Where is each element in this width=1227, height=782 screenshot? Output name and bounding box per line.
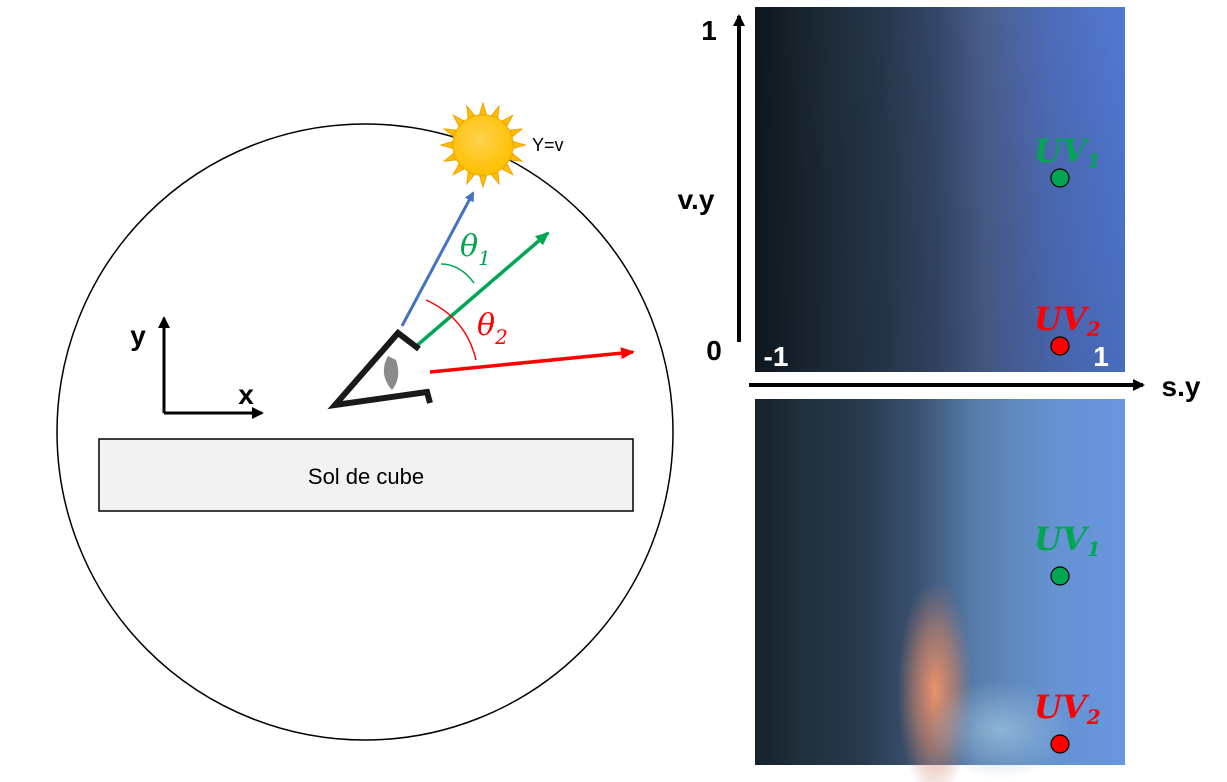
- angle-arc-2: [425, 299, 477, 361]
- sun-ray: [439, 141, 453, 149]
- angle-1-label: θ1: [460, 229, 491, 270]
- sun-ray: [479, 101, 487, 115]
- sun-label: Y=v: [532, 135, 564, 155]
- uv1-label-top: UV1: [1034, 132, 1101, 173]
- uv2-label-top: UV2: [1034, 300, 1101, 341]
- sun-ray: [490, 104, 500, 119]
- uv2-point-bottom: [1050, 734, 1070, 754]
- view-direction-arrow-1: [412, 231, 550, 350]
- lut-panel-top: [755, 7, 1125, 372]
- v-axis-tick-bottom: 0: [706, 335, 722, 366]
- v-axis-label: v.y: [678, 184, 715, 215]
- sun-direction-arrow: [400, 191, 475, 327]
- sun-ray: [479, 175, 487, 189]
- sun-ray: [509, 152, 524, 162]
- eye-icon: [327, 328, 433, 410]
- sun-ray: [466, 171, 476, 186]
- sun-ray: [466, 104, 476, 119]
- uv1-point-bottom: [1050, 566, 1070, 586]
- sun-ray: [501, 163, 514, 176]
- xy-axes: y x: [130, 316, 264, 419]
- sun-icon: [439, 101, 527, 189]
- sun-ray: [442, 152, 457, 162]
- uv1-label-bottom: UV1: [1034, 520, 1101, 561]
- v-axis-tick-top: 1: [701, 15, 717, 46]
- uv2-point-top: [1050, 336, 1070, 356]
- view-direction-arrow-2: [429, 347, 635, 374]
- sun-ray: [490, 171, 500, 186]
- uv2-label-bottom: UV2: [1034, 688, 1101, 729]
- s-axis-tick-left: -1: [764, 341, 789, 372]
- s-axis-label: s.y: [1162, 371, 1201, 402]
- sun-ray: [452, 163, 465, 176]
- sky-dome-circle: [56, 123, 674, 741]
- axis-y-label: y: [130, 320, 146, 351]
- axis-x-label: x: [238, 379, 254, 410]
- s-axis-tick-right: 1: [1093, 341, 1109, 372]
- sun-ray: [501, 114, 514, 127]
- sun-ray: [442, 128, 457, 138]
- sun-ray: [509, 128, 524, 138]
- ground-label: Sol de cube: [308, 464, 424, 489]
- angle-arc-1: [440, 263, 475, 284]
- angle-2-label: θ2: [477, 308, 508, 349]
- uv1-point-top: [1050, 168, 1070, 188]
- sun-ray: [452, 114, 465, 127]
- ground-box: [98, 438, 634, 512]
- sun-ray: [513, 141, 527, 149]
